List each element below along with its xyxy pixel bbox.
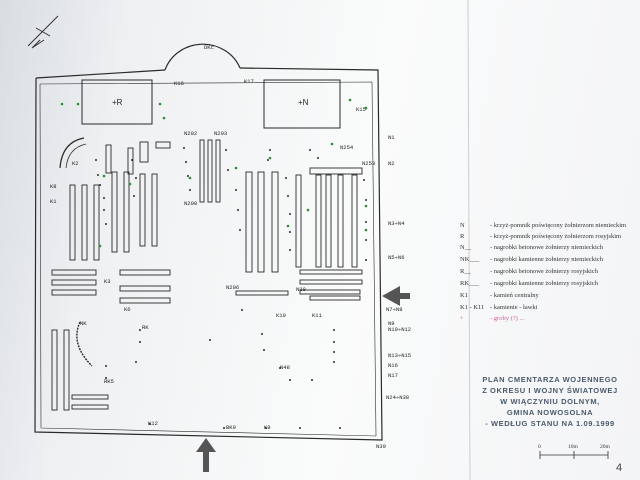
legend-text: - krzyż-pomnik poświęcony żołnierzom ros…	[490, 233, 622, 240]
label-n17: N17	[388, 372, 398, 379]
label-k2: K2	[72, 160, 79, 167]
label-n24n38: N24÷N38	[386, 394, 410, 401]
label-n2: N2	[388, 160, 395, 167]
title-line: GMINA NOWOSOLNA	[506, 408, 594, 417]
legend-symbol: RK___	[460, 280, 479, 287]
title-line: W WIĄCZYNIU DOLNYM,	[500, 397, 600, 406]
label-n10n12: N10÷N12	[388, 326, 412, 333]
label-k1: K1	[50, 198, 57, 205]
label-k3: K3	[104, 278, 111, 285]
label-n48: N48	[280, 364, 290, 371]
legend-row: R__ - nagrobki betonowe żołnierzy rosyjsk…	[460, 268, 598, 275]
label-n38: N38	[296, 286, 306, 293]
label-n206: N206	[226, 284, 240, 291]
path-curve	[59, 137, 85, 169]
plan-title: PLAN CMENTARZA WOJENNEGO Z OKRESU I WOJN…	[470, 374, 630, 429]
legend-row: K1 - K11 - kamienie - ławki	[460, 304, 537, 311]
label-nk: NK	[80, 320, 87, 327]
legend-symbol: N	[460, 222, 465, 229]
label-n7n8: N7÷N8	[386, 306, 403, 313]
label-n5n6: N5÷N6	[388, 254, 405, 261]
legend-text: - krzyż-pomnik poświęcony żołnierzom nie…	[490, 222, 627, 229]
legend-text: - kamień centralny	[490, 292, 539, 299]
legend-text: - kamienie - ławki	[490, 304, 538, 311]
label-k6: K6	[124, 306, 131, 313]
grave-rows	[51, 139, 363, 411]
label-k15: K15	[356, 106, 366, 113]
scale-label-mid: 10m	[568, 444, 578, 450]
memorial-plot-right	[263, 79, 341, 129]
legend-symbol: K1	[460, 292, 468, 299]
label-n253: N253	[362, 160, 376, 167]
label-bk9: BK9	[226, 424, 236, 431]
label-rk: RK	[142, 324, 149, 331]
path-curve-inner	[65, 143, 87, 169]
label-n254: N254	[340, 144, 354, 151]
label-rk5: RK5	[104, 378, 114, 385]
label-k8: K8	[50, 183, 57, 190]
entrance-arrow-bottom-icon	[196, 438, 216, 472]
title-line: PLAN CMENTARZA WOJENNEGO	[482, 375, 618, 384]
legend-symbol: NK___	[460, 256, 480, 263]
legend-text: - nagrobki kamienne żołnierzy rosyjskich	[490, 280, 598, 287]
label-n39: N39	[376, 443, 386, 450]
label-n13n15: N13÷N15	[388, 352, 412, 359]
label-k16: K16	[174, 80, 184, 87]
label-n1: N1	[388, 134, 395, 141]
green-markers	[60, 98, 368, 248]
label-k10: K10	[276, 312, 286, 319]
grave-markers	[95, 147, 367, 429]
label-n16: N16	[388, 362, 398, 369]
label-n200: N200	[184, 200, 198, 207]
legend-row: K1 - kamień centralny	[460, 292, 539, 299]
label-cross-r: +R	[112, 98, 123, 107]
legend-text: - nagrobki betonowe żołnierzy niemieckic…	[490, 244, 603, 251]
legend-row: N__ - nagrobki betonowe żołnierzy niemiec…	[460, 244, 603, 251]
scale-label-end: 20m	[600, 444, 610, 450]
title-line: Z OKRESU I WOJNY ŚWIATOWEJ	[482, 386, 618, 395]
memorial-plot-left	[81, 79, 153, 125]
legend-text: - nagrobki kamienne żołnierzy niemieckic…	[490, 256, 603, 263]
scale-label-zero: 0	[538, 444, 541, 450]
label-cross-n: +N	[298, 98, 309, 107]
label-dk: DKc	[204, 44, 214, 51]
label-n9: N9	[388, 320, 395, 327]
label-n203: N203	[214, 130, 228, 137]
label-k17: K17	[244, 78, 254, 85]
label-k11: K11	[312, 312, 322, 319]
page-number: 4	[616, 462, 623, 474]
legend-symbol: K1 - K11	[460, 304, 485, 311]
label-k9: K9	[264, 424, 271, 431]
legend-text: - groby (?) ...	[490, 315, 525, 322]
entrance-arrow-right-icon	[382, 286, 410, 306]
title-line: - WEDŁUG STANU NA 1.09.1999	[485, 419, 615, 428]
legend-text: - nagrobki betonowe żołnierzy rosyjskich	[490, 268, 598, 275]
scale-bar	[539, 451, 609, 459]
legend-row: RK___ - nagrobki kamienne żołnierzy rosyj…	[460, 280, 598, 287]
legend-row: N - krzyż-pomnik poświęcony żołnierzom ni…	[460, 222, 626, 229]
label-n202: N202	[184, 130, 198, 137]
legend-symbol: R__	[460, 268, 471, 275]
label-n3n4: N3÷N4	[388, 220, 405, 227]
fold-line	[467, 0, 471, 480]
legend-row: R - krzyż-pomnik poświęcony żołnierzom ro…	[460, 233, 621, 240]
legend-row: NK___ - nagrobki kamienne żołnierzy niemi…	[460, 256, 603, 263]
nk-curve	[76, 321, 93, 367]
legend-symbol: +	[460, 315, 464, 322]
label-k12: K12	[148, 420, 158, 427]
north-arrow-icon	[27, 15, 59, 49]
legend-symbol: R	[460, 233, 465, 240]
cemetery-boundary	[34, 43, 383, 441]
legend-symbol: N__	[460, 244, 472, 251]
legend-row: + - groby (?) ...	[460, 315, 524, 322]
